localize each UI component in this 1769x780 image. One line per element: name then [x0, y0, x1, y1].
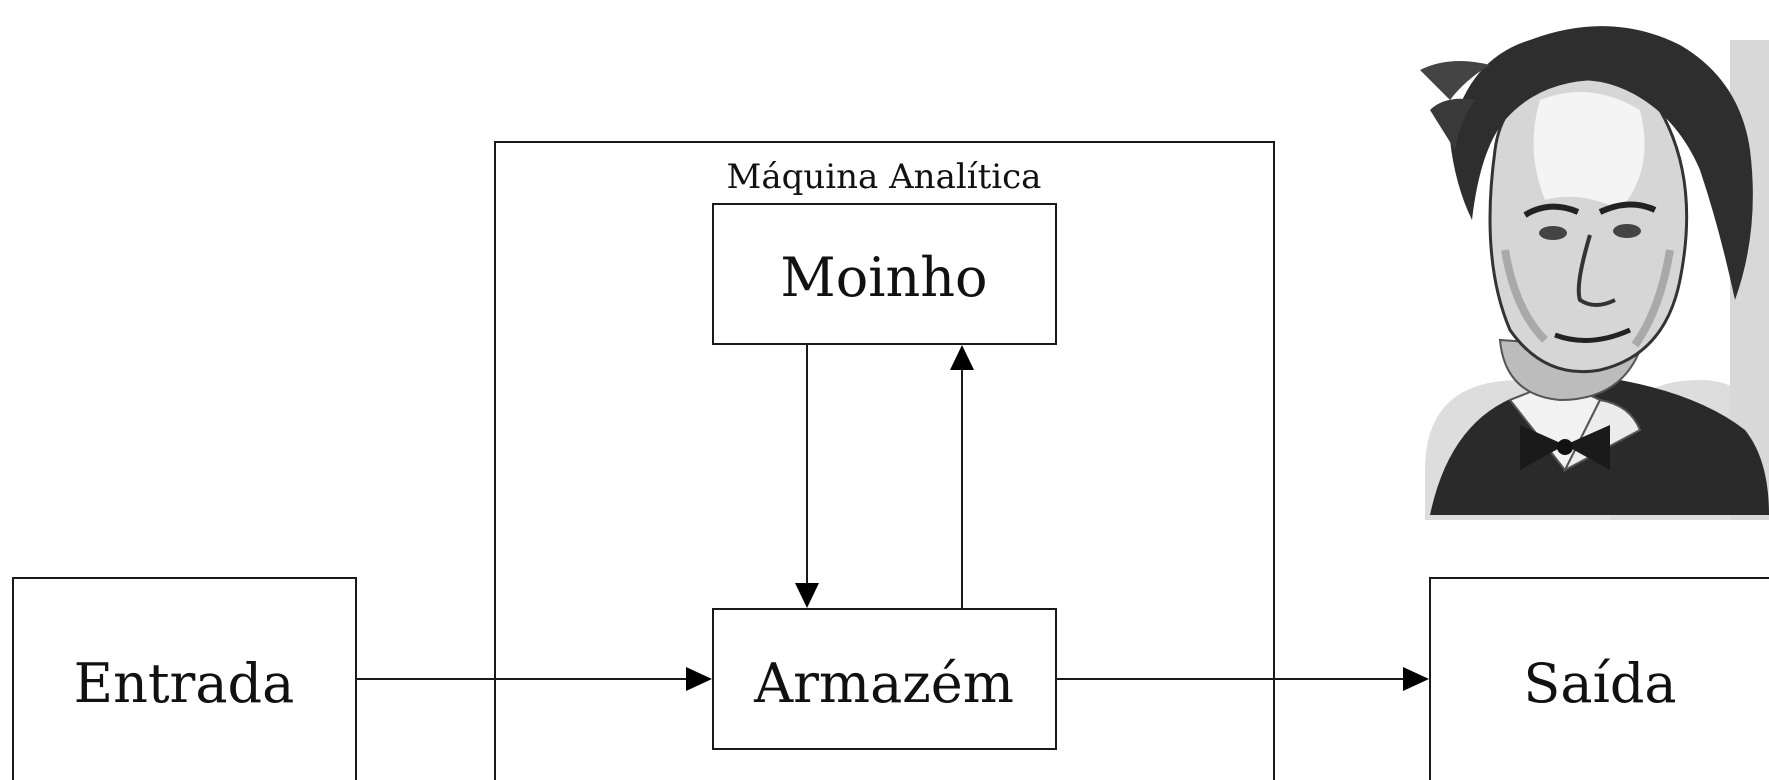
armazem-label: Armazém — [753, 652, 1014, 715]
arrow-armazem-to-moinho — [950, 345, 974, 609]
moinho-label: Moinho — [780, 246, 987, 309]
entrada-label: Entrada — [74, 652, 295, 715]
saida-node — [1429, 577, 1769, 780]
saida-label: Saída — [1523, 652, 1676, 715]
moinho-node — [712, 203, 1057, 345]
arrow-moinho-to-armazem — [795, 344, 819, 608]
container-label: Máquina Analítica — [727, 157, 1042, 197]
portrait-illustration — [1420, 26, 1769, 515]
arrow-armazem-to-saida — [1056, 667, 1429, 691]
armazem-node — [712, 608, 1057, 750]
entrada-node — [12, 577, 357, 780]
arrow-entrada-to-armazem — [356, 667, 712, 691]
